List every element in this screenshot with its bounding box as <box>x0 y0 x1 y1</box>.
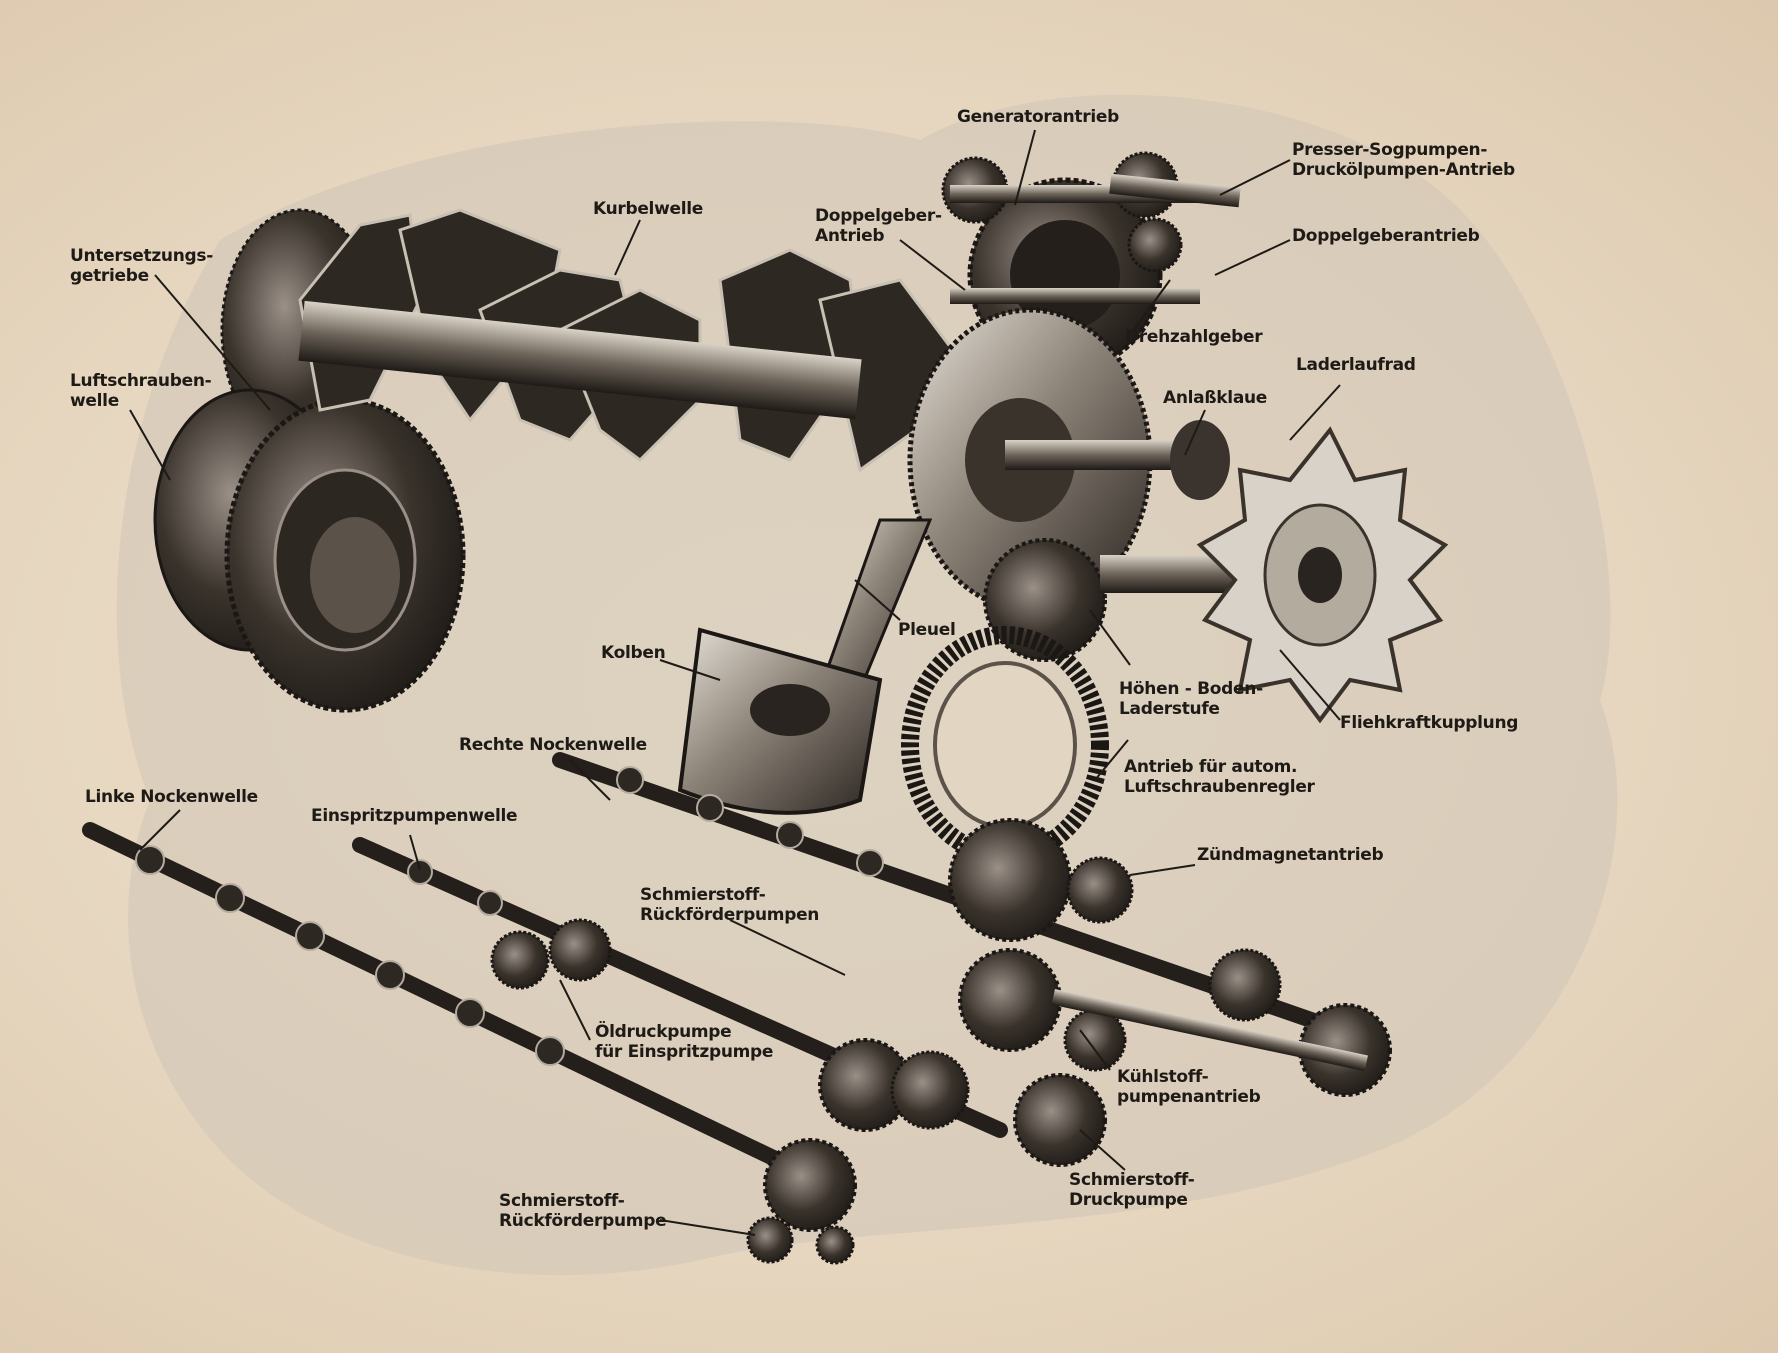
connecting-rod-and-piston <box>677 518 933 815</box>
label-antrieb-luftschraubenregler: Antrieb für autom. Luftschraubenregler <box>1124 757 1315 797</box>
label-doppelgeberantrieb: Doppelgeberantrieb <box>1292 226 1480 246</box>
label-fliehkraftkupplung: Fliehkraftkupplung <box>1340 713 1518 733</box>
label-text: Antrieb für autom. <box>1124 757 1298 777</box>
label-untersetzungsgetriebe: Untersetzungs- getriebe <box>70 246 213 286</box>
label-rechte-nockenwelle: Rechte Nockenwelle <box>459 735 647 755</box>
impeller-wheel <box>1196 426 1449 724</box>
label-schmierstoff-rueckfoerderpumpe: Schmierstoff- Rückförderpumpe <box>499 1191 667 1231</box>
label-text: Presser-Sogpumpen- <box>1292 140 1488 160</box>
label-text: Druckölpumpen-Antrieb <box>1292 160 1515 180</box>
label-kuehlstoffpumpenantrieb: Kühlstoff- pumpenantrieb <box>1117 1067 1261 1107</box>
label-text: Drehzahlgeber <box>1125 327 1263 347</box>
label-zuendmagnetantrieb: Zündmagnetantrieb <box>1197 845 1384 865</box>
label-pleuel: Pleuel <box>898 620 956 640</box>
label-oeldruckpumpe: Öldruckpumpe für Einspritzpumpe <box>595 1022 773 1062</box>
leader-lines <box>129 129 1341 1236</box>
label-text: Anlaßklaue <box>1163 388 1268 408</box>
label-text: Zündmagnetantrieb <box>1197 845 1384 865</box>
label-text: getriebe <box>70 266 149 286</box>
label-text: Öldruckpumpe <box>595 1022 732 1042</box>
label-text: Schmierstoff- <box>499 1191 625 1211</box>
lower-gear-cluster <box>490 818 1392 1265</box>
label-text: für Einspritzpumpe <box>595 1042 774 1062</box>
label-luftschraubenwelle: Luftschrauben- welle <box>70 371 212 411</box>
label-text: Fliehkraftkupplung <box>1340 713 1519 733</box>
accessory-drive-gears <box>941 151 1241 373</box>
label-presser-sogpumpen: Presser-Sogpumpen- Druckölpumpen-Antrieb <box>1292 140 1515 180</box>
label-text: Pleuel <box>898 620 956 640</box>
label-schmierstoff-druckpumpe: Schmierstoff- Druckpumpe <box>1069 1170 1195 1210</box>
label-text: Laderstufe <box>1119 699 1220 719</box>
label-hoehen-boden-laderstufe: Höhen - Boden- Laderstufe <box>1119 679 1263 719</box>
label-text: Laderlaufrad <box>1296 355 1416 375</box>
label-text: Rückförderpumpen <box>640 905 820 925</box>
label-text: Linke Nockenwelle <box>85 787 258 807</box>
label-text: Kühlstoff- <box>1117 1067 1209 1087</box>
label-text: Untersetzungs- <box>70 246 213 266</box>
label-text: Schmierstoff- <box>640 885 766 905</box>
label-text: welle <box>70 391 119 411</box>
reduction-gear-group <box>153 208 466 713</box>
label-text: Rückförderpumpe <box>499 1211 667 1231</box>
label-kolben: Kolben <box>601 643 666 663</box>
label-text: Luftschraubenregler <box>1124 777 1315 797</box>
label-text: Kurbelwelle <box>593 199 704 219</box>
label-schmierstoff-rueckfoerderpumpen: Schmierstoff- Rückförderpumpen <box>640 885 819 925</box>
label-text: Schmierstoff- <box>1069 1170 1195 1190</box>
label-text: Druckpumpe <box>1069 1190 1188 1210</box>
label-text: Rechte Nockenwelle <box>459 735 647 755</box>
label-text: Antrieb <box>815 226 885 246</box>
label-linke-nockenwelle: Linke Nockenwelle <box>85 787 258 807</box>
label-text: Doppelgeber- <box>815 206 942 226</box>
label-text: pumpenantrieb <box>1117 1087 1261 1107</box>
label-text: Doppelgeberantrieb <box>1292 226 1480 246</box>
label-drehzahlgeber: Drehzahlgeber <box>1125 327 1263 347</box>
label-einspritzpumpenwelle: Einspritzpumpenwelle <box>311 806 518 826</box>
label-text: Luftschrauben- <box>70 371 212 391</box>
label-kurbelwelle: Kurbelwelle <box>593 199 703 219</box>
label-text: Höhen - Boden- <box>1119 679 1263 699</box>
cam-lobes <box>135 766 884 1066</box>
label-anlassklaue: Anlaßklaue <box>1163 388 1267 408</box>
label-text: Einspritzpumpenwelle <box>311 806 518 826</box>
label-laderlaufrad: Laderlaufrad <box>1296 355 1416 375</box>
label-text: Generatorantrieb <box>957 107 1119 127</box>
label-generatorantrieb: Generatorantrieb <box>957 107 1119 127</box>
crankshaft <box>298 208 962 473</box>
label-doppelgeber-antrieb: Doppelgeber- Antrieb <box>815 206 942 246</box>
label-text: Kolben <box>601 643 666 663</box>
